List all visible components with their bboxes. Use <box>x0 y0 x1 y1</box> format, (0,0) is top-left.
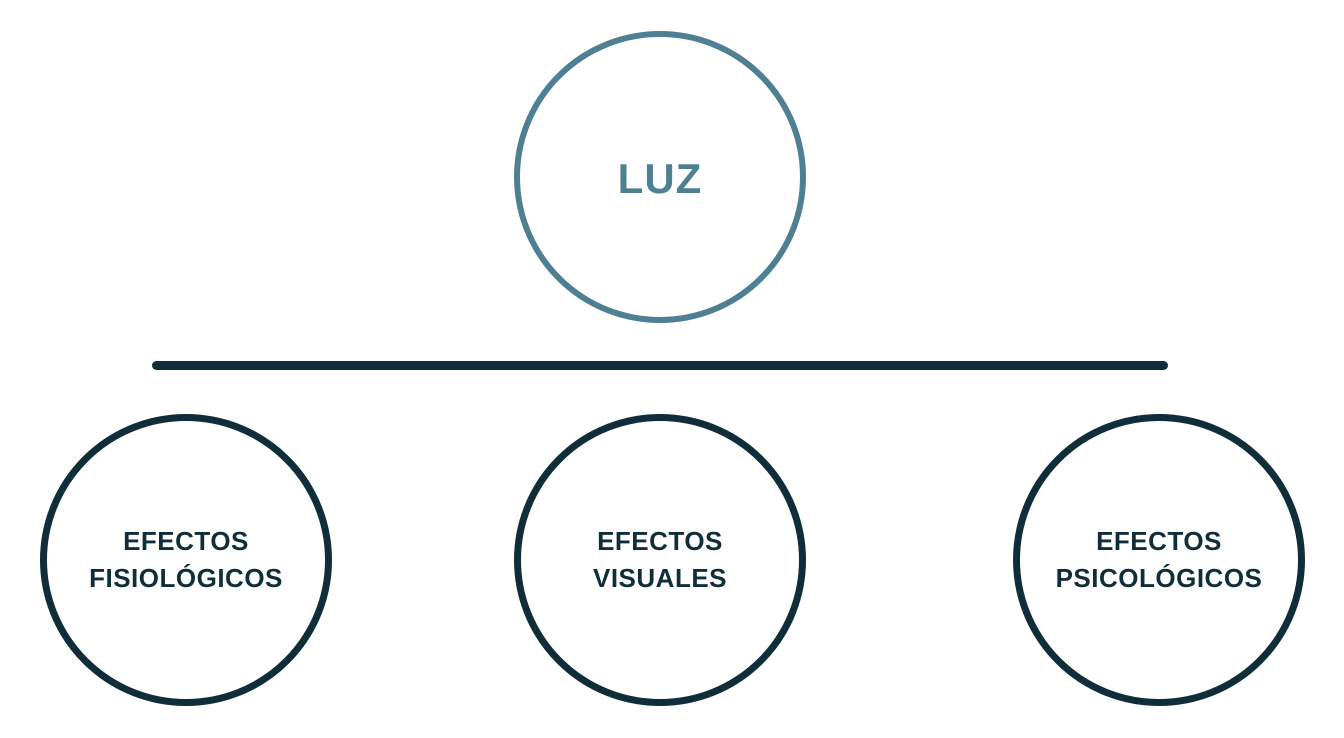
child-label-line1: EFECTOS <box>1096 526 1222 556</box>
child-label-line1: EFECTOS <box>597 526 723 556</box>
child-label: EFECTOS PSICOLÓGICOS <box>1056 523 1263 597</box>
child-label: EFECTOS VISUALES <box>593 523 727 597</box>
child-label-line2: PSICOLÓGICOS <box>1055 563 1263 593</box>
child-node-efectos-visuales: EFECTOS VISUALES <box>514 414 806 706</box>
root-label: LUZ <box>617 155 703 202</box>
child-label: EFECTOS FISIOLÓGICOS <box>89 523 283 597</box>
root-node-luz: LUZ <box>514 31 806 323</box>
child-node-efectos-psicologicos: EFECTOS PSICOLÓGICOS <box>1013 414 1305 706</box>
child-label-line2: VISUALES <box>592 563 728 593</box>
child-label-line1: EFECTOS <box>123 526 249 556</box>
child-label-line2: FISIOLÓGICOS <box>89 563 283 593</box>
child-node-efectos-fisiologicos: EFECTOS FISIOLÓGICOS <box>40 414 332 706</box>
horizontal-connector-line <box>152 361 1168 370</box>
